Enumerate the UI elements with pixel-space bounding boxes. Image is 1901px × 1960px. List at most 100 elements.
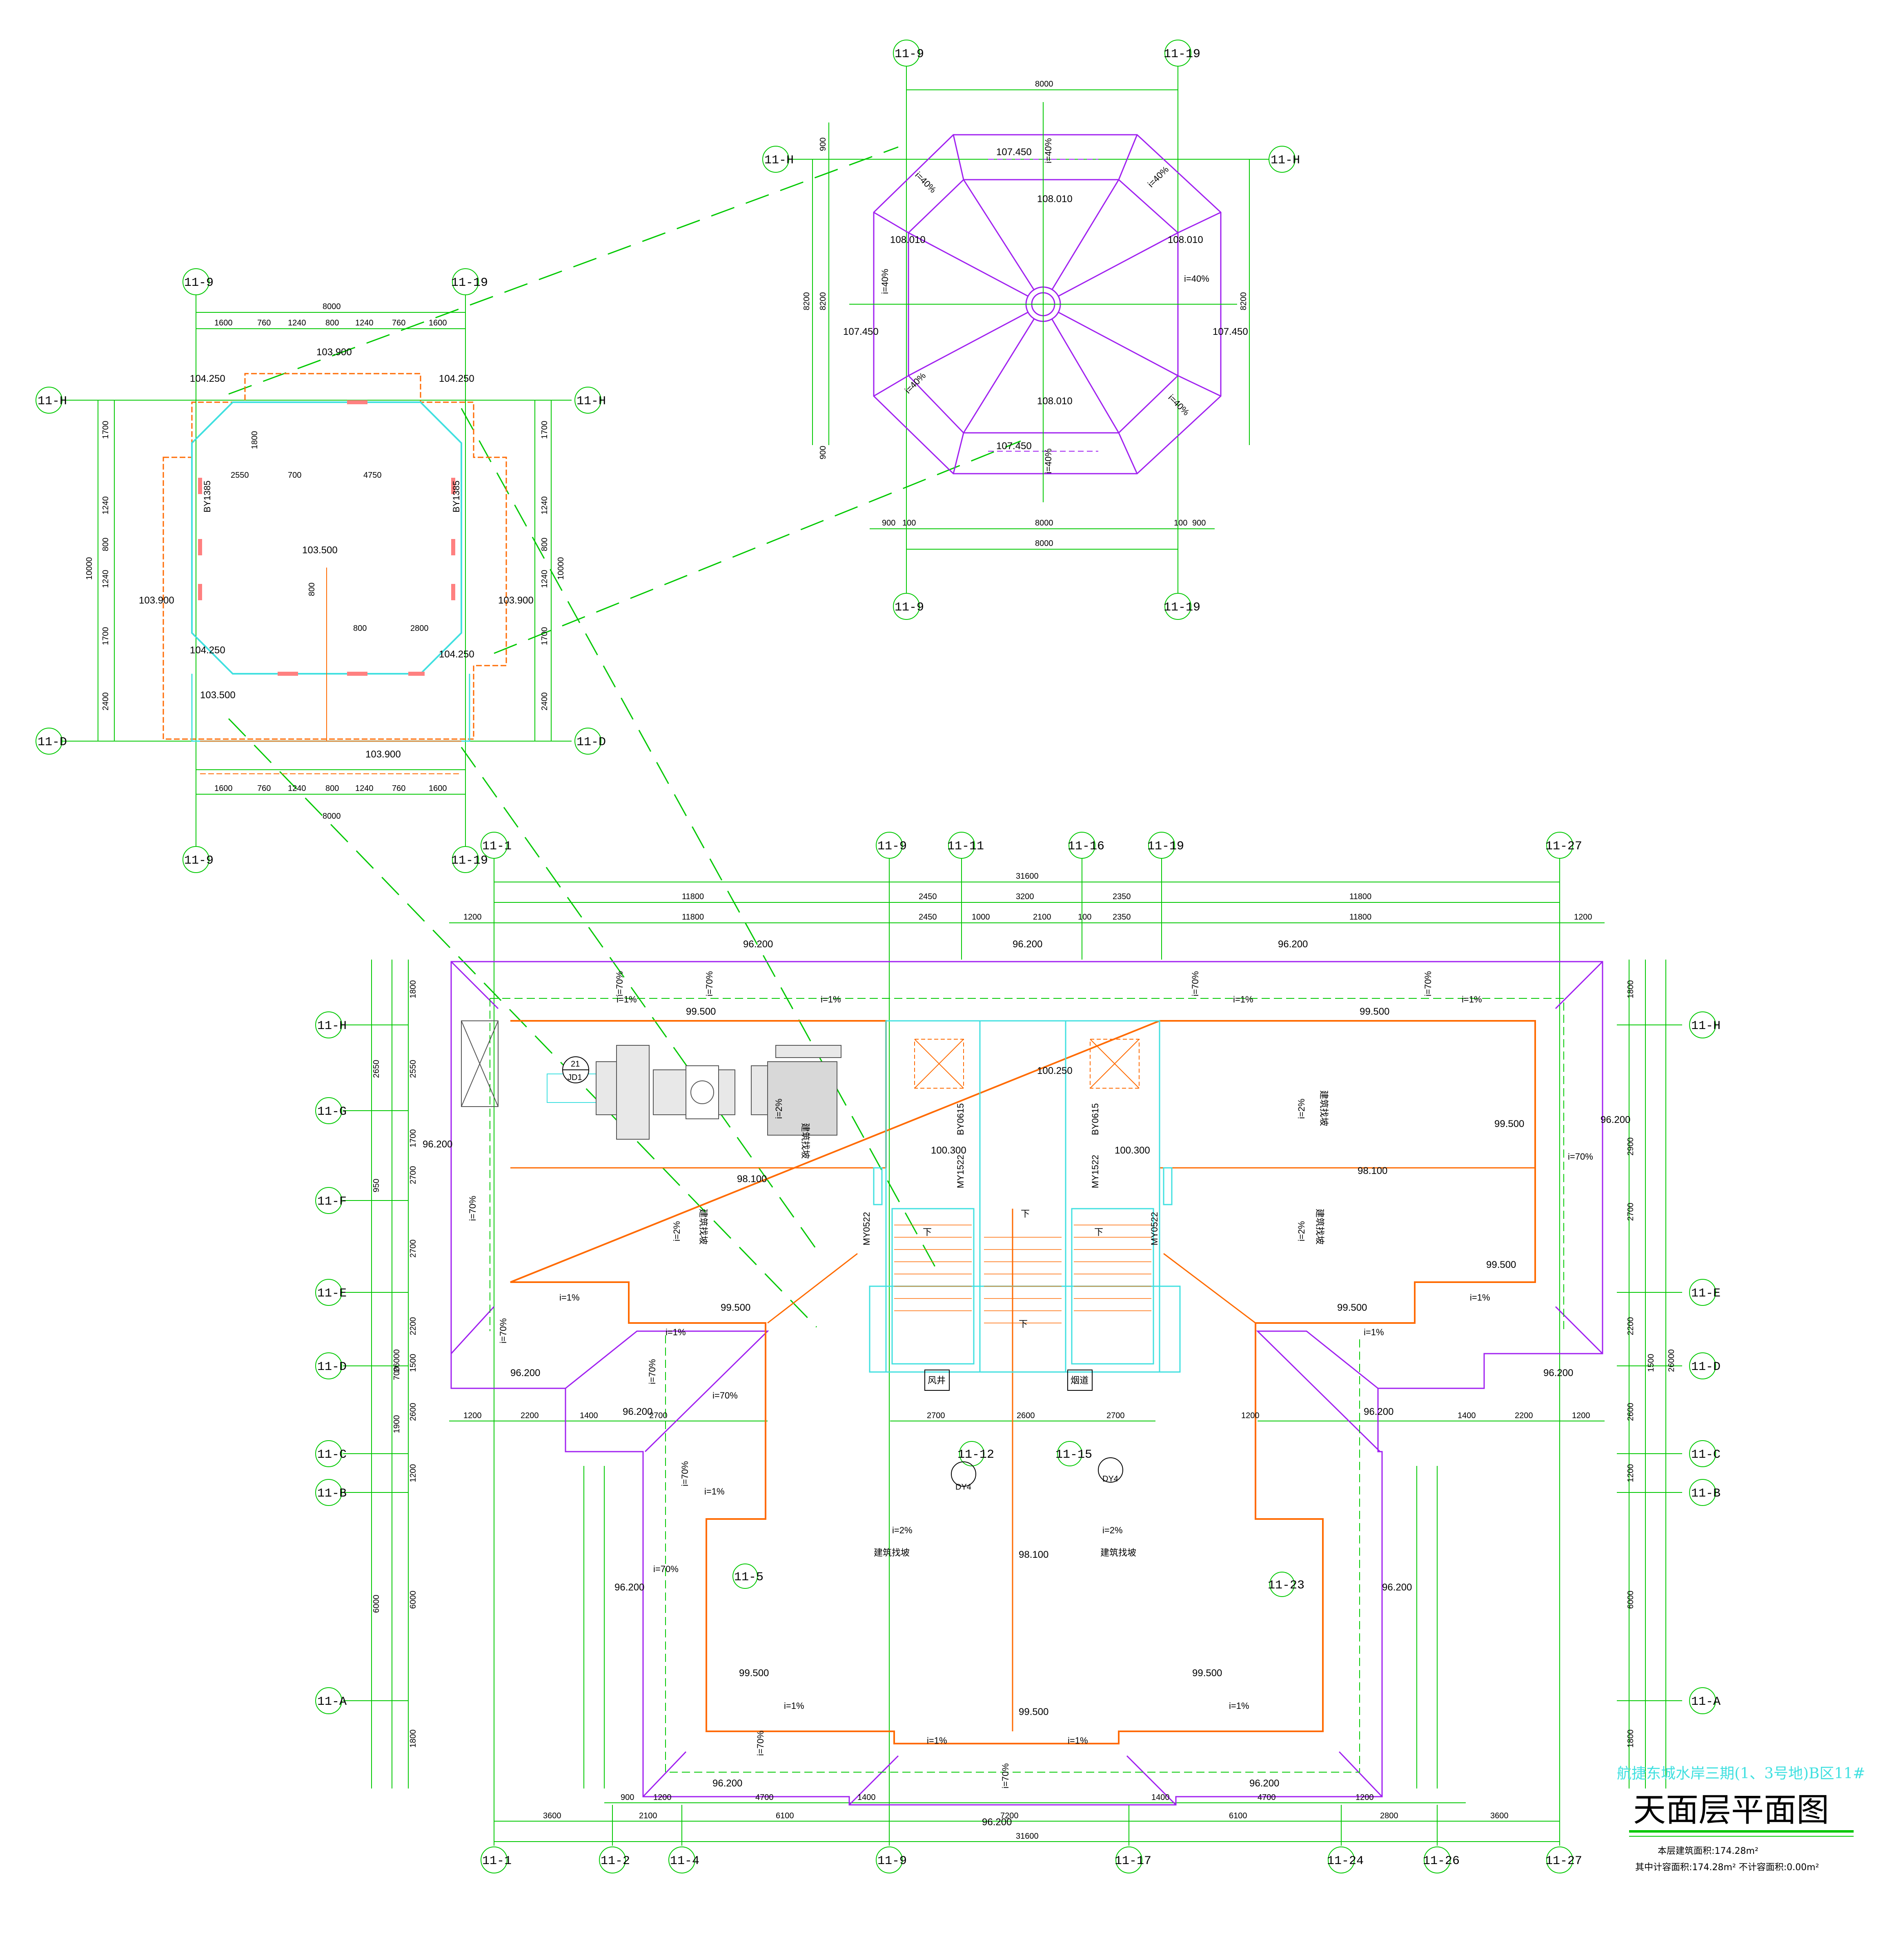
ul-axis-right-D: 11-D: [577, 735, 606, 749]
main-bot-dim-r1-4: 1400: [857, 1793, 876, 1802]
ur-level-5: 107.450: [843, 326, 879, 337]
inner-axis-12: 11-12: [957, 1448, 994, 1462]
main-top-dim-r3-5: 2100: [1033, 913, 1051, 922]
detail-ref-top: 21: [571, 1060, 580, 1069]
main-axis-right-D: 11-D: [1691, 1360, 1721, 1374]
ur-level-3: 108.010: [890, 234, 926, 245]
main-top-dim-r3-9: 1200: [1574, 913, 1592, 922]
ur-slope-1: i=40%: [1043, 138, 1053, 163]
ul-bot-dim-5: 1240: [355, 784, 374, 793]
ul-bot-dim-4: 800: [325, 784, 339, 793]
left-dim-inner-5: 6000: [372, 1595, 381, 1613]
right-dim-5: 1500: [1647, 1354, 1656, 1372]
main-top-dim-r3-6: 100: [1078, 913, 1091, 922]
ur-slope-5: i=40%: [1184, 274, 1209, 284]
ur-level-7: 108.010: [1037, 396, 1073, 407]
ur-left-dim-4: 900: [819, 446, 828, 459]
left-dim-4: 2700: [409, 1166, 418, 1185]
ul-level-1: 103.900: [316, 347, 352, 358]
left-dim-3: 1700: [409, 1129, 418, 1148]
left-dim-inner-1: 2650: [372, 1060, 381, 1078]
ul-bot-dim-3: 1240: [288, 784, 306, 793]
ul-axis-left-D: 11-D: [38, 735, 67, 749]
main-axis-bottom-1: 11-1: [482, 1854, 512, 1868]
ur-bot-dim-2: 100: [902, 519, 916, 528]
ul-left-dim-1: 1700: [101, 421, 110, 439]
main-axis-bottom-24: 11-24: [1327, 1854, 1364, 1868]
door-tag-5: MY1522: [955, 1155, 966, 1188]
ul-bot-dim-7: 1600: [429, 784, 447, 793]
slope-1pct-3: i=1%: [1233, 994, 1253, 1004]
slope-1pct-12: i=1%: [927, 1735, 947, 1746]
slope-1pct-5: i=1%: [559, 1292, 580, 1303]
level-17: 96.200: [510, 1368, 540, 1379]
main-top-dim-r2-3: 3200: [1016, 892, 1034, 901]
main-top-dim-r3-1: 1200: [463, 913, 482, 922]
main-bot-dim-r2-1: 3600: [543, 1811, 561, 1820]
ul-left-dim-2: 1240: [101, 497, 110, 515]
mid-dim-right-3: 2200: [1515, 1411, 1533, 1420]
ur-bot-dim-total: 8000: [1035, 539, 1053, 548]
slope-2pct-3: i=2%: [672, 1221, 682, 1241]
main-axis-bottom-4: 11-4: [670, 1854, 699, 1868]
ul-top-dim-6: 760: [392, 318, 405, 327]
slope-1pct-2: i=1%: [821, 994, 841, 1004]
ul-right-dim-total: 10000: [556, 557, 565, 580]
ul-level-6: 103.900: [498, 595, 534, 606]
ul-inner-dim-2: 700: [288, 471, 301, 480]
ur-axis-left-H: 11-H: [764, 154, 794, 167]
ur-top-dim: 8000: [1035, 80, 1053, 89]
shaft-label: 风井: [928, 1375, 946, 1385]
mid-dim-right-4: 1200: [1572, 1411, 1590, 1420]
ul-right-dim-3: 800: [540, 538, 549, 551]
level-28: 96.200: [1249, 1778, 1279, 1789]
finding-label-4: 建筑找坡: [1315, 1209, 1325, 1245]
main-axis-bottom-9: 11-9: [877, 1854, 907, 1868]
main-axis-top-11: 11-11: [947, 840, 984, 853]
main-bot-dim-r1-3: 4700: [755, 1793, 774, 1802]
level-18: 96.200: [623, 1406, 652, 1417]
level-22: 99.500: [739, 1668, 769, 1679]
main-axis-bottom-2: 11-2: [601, 1854, 630, 1868]
main-axis-right-C: 11-C: [1691, 1448, 1721, 1462]
slope-1pct-7: i=1%: [1364, 1327, 1384, 1337]
main-axis-top-27: 11-27: [1545, 840, 1582, 853]
ur-left-dim-2: 8200: [819, 292, 828, 311]
drawing-title: 天面层平面图: [1633, 1791, 1829, 1829]
main-bot-dim-r1-6: 4700: [1258, 1793, 1276, 1802]
level-19: 96.200: [1364, 1406, 1393, 1417]
slope-70pct-2: i=70%: [704, 971, 715, 996]
ul-axis-top-9: 11-9: [184, 276, 214, 290]
door-tag-3: MY0522: [861, 1212, 872, 1245]
slope-70pct-7: i=70%: [498, 1318, 508, 1343]
finding-label-3: 建筑找坡: [698, 1209, 708, 1245]
level-16: 96.200: [1600, 1114, 1630, 1125]
level-24: 99.500: [1019, 1706, 1048, 1717]
slope-1pct-6: i=1%: [666, 1327, 686, 1337]
ur-bot-dim-1: 900: [882, 519, 895, 528]
mid-dim-left-2: 2200: [521, 1411, 539, 1420]
finding-label-2: 建筑找坡: [1319, 1090, 1329, 1126]
ur-left-dim-3: 8200: [802, 292, 811, 311]
finding-label-5: 建筑找坡: [874, 1548, 910, 1558]
main-bot-dim-r1-5: 1400: [1151, 1793, 1170, 1802]
main-top-dim-r3-7: 2350: [1113, 913, 1131, 922]
ul-level-8: 104.250: [439, 649, 474, 660]
inner-axis-23: 11-23: [1268, 1579, 1304, 1592]
ul-level-4: 103.500: [302, 545, 338, 556]
right-dim-4: 2200: [1626, 1317, 1635, 1336]
main-plan: 21 JD1 11-1 11-9 11-11 11-16 11-19 11-27: [315, 832, 1721, 1873]
slope-70pct-10: i=70%: [680, 1461, 690, 1486]
ul-top-dim-4: 800: [325, 318, 339, 327]
right-dim-total: 26000: [1667, 1349, 1676, 1372]
main-axis-left-G: 11-G: [317, 1105, 347, 1119]
level-14: 99.500: [1337, 1302, 1367, 1313]
level-21: 98.100: [1019, 1549, 1048, 1560]
ul-left-dim-4: 1240: [101, 570, 110, 588]
inner-axis-15: 11-15: [1055, 1448, 1092, 1462]
slope-70pct-6: i=70%: [1568, 1152, 1593, 1162]
level-8: 100.300: [1115, 1145, 1150, 1156]
level-1: 96.200: [743, 939, 773, 950]
left-dim-2: 2550: [409, 1060, 418, 1078]
level-25: 96.200: [614, 1582, 644, 1593]
